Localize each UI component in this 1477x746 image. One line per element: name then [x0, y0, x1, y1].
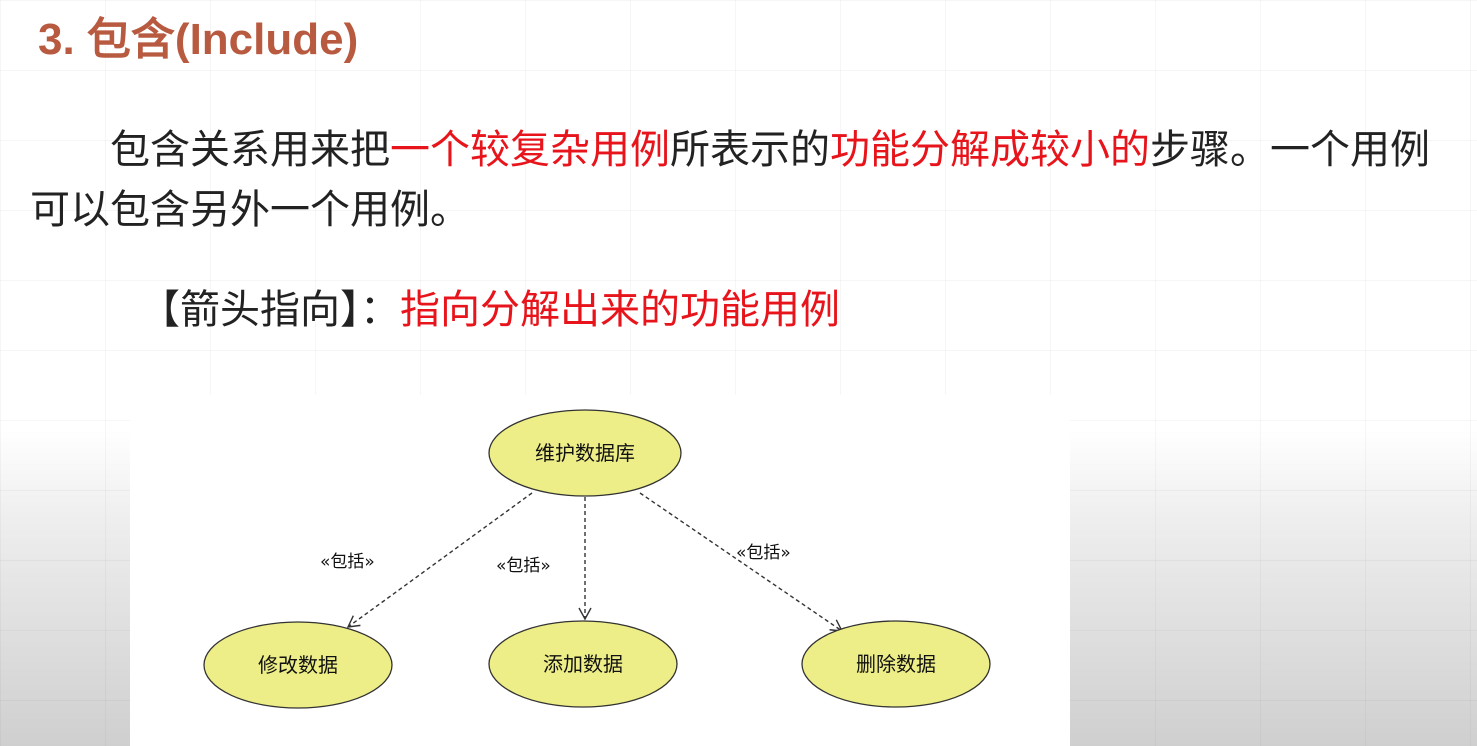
include-label-add: «包括» — [496, 556, 551, 576]
include-relation-line-delete — [639, 492, 844, 632]
use-case-label-add-data: 添加数据 — [543, 652, 623, 676]
include-label-modify: «包括» — [320, 552, 375, 572]
use-case-label-modify-data: 修改数据 — [258, 653, 338, 677]
description-paragraph: 包含关系用来把一个较复杂用例所表示的功能分解成较小的步骤。一个用例可以包含另外一… — [30, 120, 1460, 240]
use-case-delete-data — [801, 620, 991, 708]
include-label-delete: «包括» — [736, 543, 791, 563]
paragraph-text-3: 步骤。一个用例可以包含另外一个用例。 — [30, 127, 1430, 233]
use-case-modify-data — [203, 621, 393, 709]
use-case-label-delete-data: 删除数据 — [856, 652, 936, 676]
paragraph-text-2: 所表示的 — [670, 127, 830, 173]
arrow-direction-value: 指向分解出来的功能用例 — [400, 287, 840, 333]
use-case-add-data — [488, 620, 678, 708]
use-case-label-maintain-database: 维护数据库 — [535, 441, 635, 465]
slide-title: 3. 包含(Include) — [38, 15, 359, 64]
arrow-direction-line: 【箭头指向】：指向分解出来的功能用例 — [140, 282, 840, 338]
use-case-diagram-svg: «包括» «包括» «包括» 维护数据库 修改数据 添加数据 删除数据 — [203, 409, 991, 709]
use-case-diagram: «包括» «包括» «包括» 维护数据库 修改数据 添加数据 删除数据 — [130, 395, 1070, 746]
include-relation-line-modify — [346, 492, 533, 628]
arrow-direction-label: 【箭头指向】： — [140, 287, 400, 333]
paragraph-highlight-1: 一个较复杂用例 — [390, 127, 670, 173]
use-case-maintain-database — [488, 409, 682, 497]
paragraph-text-1: 包含关系用来把 — [110, 127, 390, 173]
paragraph-highlight-2: 功能分解成较小的 — [830, 127, 1150, 173]
